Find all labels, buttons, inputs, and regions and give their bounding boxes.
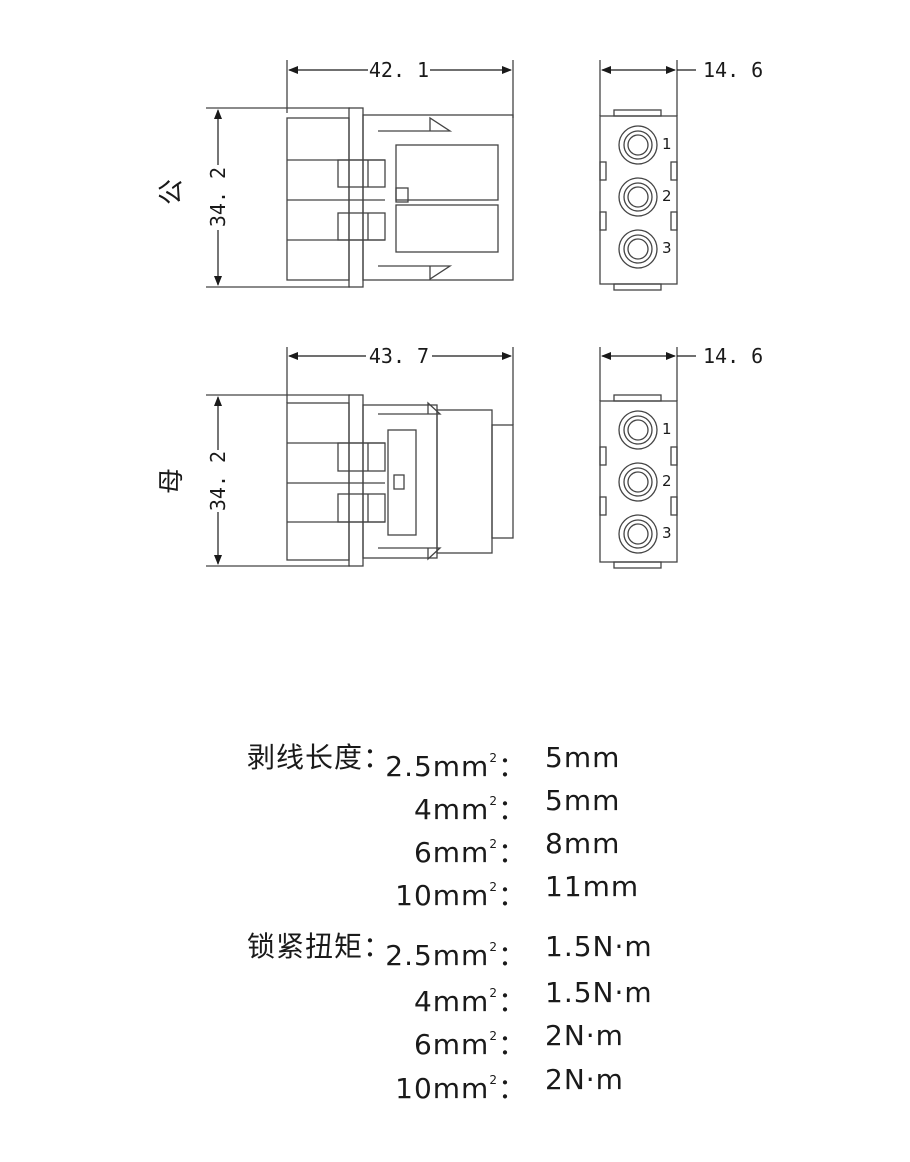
strip-size-4: 10mm bbox=[395, 879, 490, 912]
torque-size-3: 6mm bbox=[413, 1028, 490, 1061]
male-height-dim: 34. 2 bbox=[206, 167, 230, 227]
strip-row-2: 4mm2： bbox=[413, 793, 527, 826]
female-label: 母 bbox=[157, 468, 187, 494]
male-pin-3: 3 bbox=[662, 239, 672, 257]
strip-row-3: 6mm2： bbox=[413, 836, 527, 869]
female-end-view bbox=[599, 347, 678, 569]
strip-size-2: 4mm bbox=[413, 793, 490, 826]
torque-row-3: 6mm2： bbox=[413, 1028, 527, 1061]
female-pin-1: 1 bbox=[662, 420, 672, 438]
torque-size-4: 10mm bbox=[395, 1072, 490, 1105]
connector-drawing: 42. 1 34. 2 公 14. 6 1 2 3 bbox=[157, 58, 763, 569]
torque-title-row: 锁紧扭矩： bbox=[0, 927, 392, 967]
strip-length-title: 剥线长度： bbox=[246, 741, 392, 774]
male-pin-1: 1 bbox=[662, 135, 672, 153]
female-side-view bbox=[206, 347, 514, 567]
strip-row-4: 10mm2： bbox=[395, 879, 527, 912]
female-dimensions bbox=[214, 352, 512, 565]
strip-size-3: 6mm bbox=[413, 836, 490, 869]
torque-title: 锁紧扭矩： bbox=[246, 930, 392, 963]
strip-row-1: 2.5mm2： bbox=[385, 750, 527, 783]
female-end-width-dim: 14. 6 bbox=[703, 344, 763, 368]
torque-row-2: 4mm2： bbox=[413, 985, 527, 1018]
female-height-dim: 34. 2 bbox=[206, 451, 230, 511]
female-pin-3: 3 bbox=[662, 524, 672, 542]
strip-size-1: 2.5mm bbox=[385, 750, 490, 783]
torque-size-2: 4mm bbox=[413, 985, 490, 1018]
male-end-view bbox=[599, 60, 678, 291]
female-width-dim: 43. 7 bbox=[369, 344, 429, 368]
female-pin-2: 2 bbox=[662, 472, 672, 490]
torque-size-1: 2.5mm bbox=[385, 939, 490, 972]
male-pin-2: 2 bbox=[662, 187, 672, 205]
male-width-dim: 42. 1 bbox=[369, 58, 429, 82]
torque-row-4: 10mm2： bbox=[395, 1072, 527, 1105]
male-label: 公 bbox=[157, 179, 187, 205]
male-end-width-dim: 14. 6 bbox=[703, 58, 763, 82]
torque-row-1: 2.5mm2： bbox=[385, 939, 527, 972]
male-side-view bbox=[206, 60, 514, 288]
strip-length-title-row: 剥线长度： bbox=[0, 738, 392, 778]
male-dimensions bbox=[214, 66, 512, 286]
